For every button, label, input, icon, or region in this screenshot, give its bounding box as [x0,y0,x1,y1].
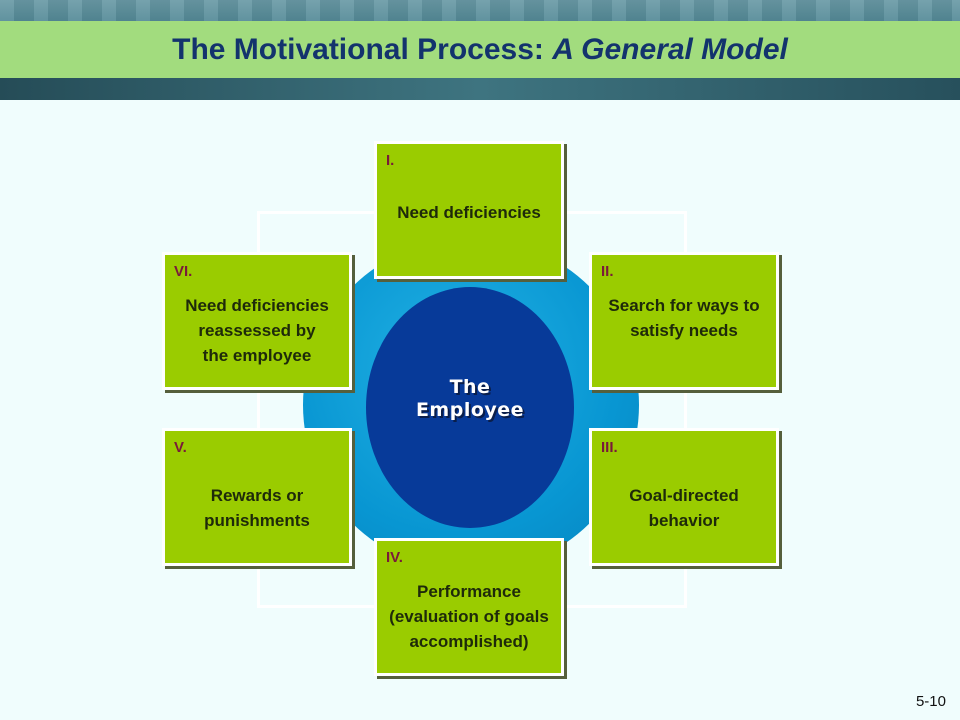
stage-text: Need deficiencies reassessed by the empl… [185,296,329,365]
title-bar: The Motivational Process: A General Mode… [0,21,960,78]
stage-number: III. [601,439,618,456]
stage-box-3: III. Goal-directed behavior [589,428,779,566]
stage-box-5: V. Rewards or punishments [162,428,352,566]
header-photo-strip [0,76,960,100]
stage-number: II. [601,263,614,280]
stage-text: Search for ways to satisfy needs [608,296,760,340]
slide-title: The Motivational Process: A General Mode… [172,33,788,67]
stage-box-2: II. Search for ways to satisfy needs [589,252,779,390]
stage-number: V. [174,439,187,456]
stage-number: I. [386,152,395,169]
employee-label-line1: The [449,376,491,398]
stage-text: Rewards or punishments [204,486,310,530]
stage-number: VI. [174,263,193,280]
stage-box-6: VI. Need deficiencies reassessed by the … [162,252,352,390]
title-main: The Motivational Process: [172,32,553,66]
employee-label-line2: Employee [415,399,525,421]
stage-text: Need deficiencies [397,203,541,222]
stage-box-1: I. Need deficiencies [374,141,564,279]
employee-label: The Employee [366,376,574,422]
stage-text: Goal-directed behavior [629,486,739,530]
title-italic: A General Model [552,32,788,66]
employee-core [366,287,574,528]
stage-box-4: IV. Performance (evaluation of goals acc… [374,538,564,676]
stage-text: Performance (evaluation of goals accompl… [389,582,549,651]
stage-number: IV. [386,549,403,566]
page-number: 5-10 [915,693,946,710]
